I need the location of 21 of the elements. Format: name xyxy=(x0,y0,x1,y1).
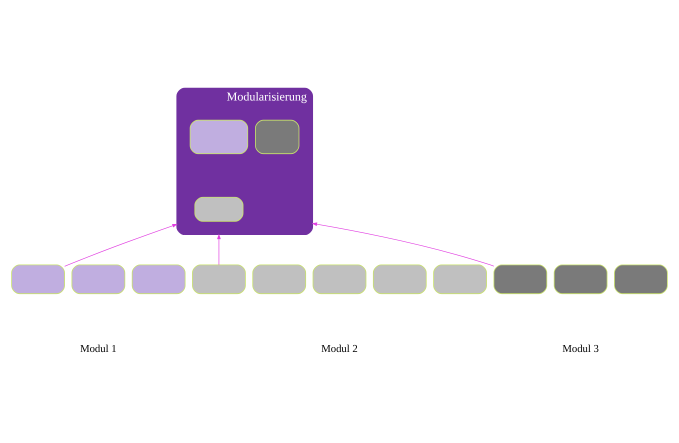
label: Modul 2 xyxy=(321,342,358,354)
cluster: Modularisierung xyxy=(176,87,314,235)
arrow xyxy=(64,224,178,266)
node-box xyxy=(192,264,246,294)
node-box xyxy=(11,264,65,294)
node-box xyxy=(493,264,548,294)
node-box xyxy=(312,264,366,294)
node-box xyxy=(554,264,608,294)
label: Modul 1 xyxy=(80,342,117,354)
node-box xyxy=(614,264,668,294)
node-box xyxy=(372,264,427,294)
node-box xyxy=(190,119,248,154)
arrow xyxy=(217,233,221,265)
node-box xyxy=(252,264,306,294)
node-box xyxy=(132,264,186,294)
node-box xyxy=(72,264,126,294)
node-box xyxy=(255,119,300,154)
node-box xyxy=(433,264,487,294)
node-box xyxy=(194,196,244,222)
arrow xyxy=(312,222,494,266)
label: Modul 3 xyxy=(562,342,599,354)
